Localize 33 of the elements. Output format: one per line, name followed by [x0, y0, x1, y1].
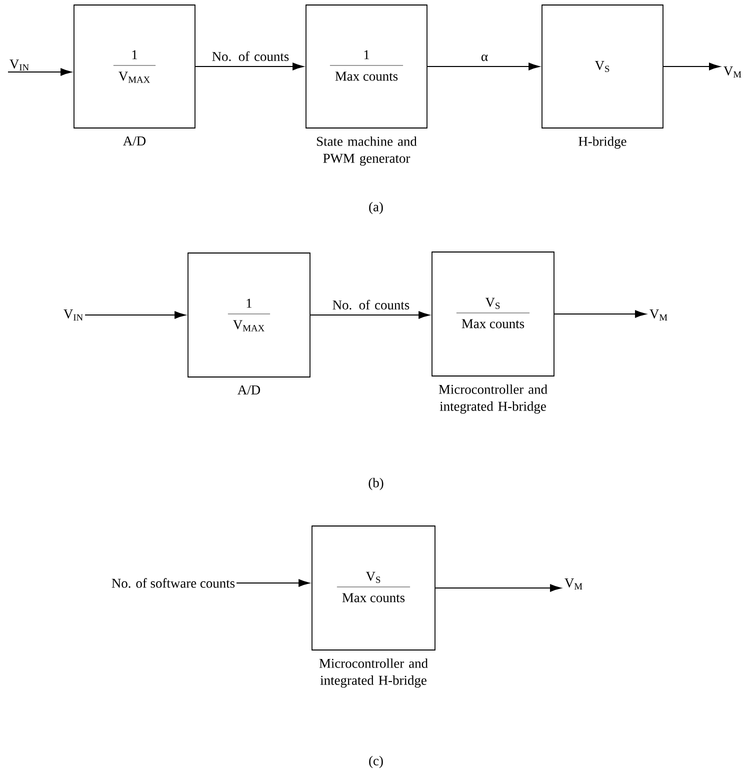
block-caption: Microcontroller and integrated H-bridge [319, 658, 428, 688]
block-box: V$_{S}$ Max counts [312, 526, 436, 650]
panel-label: (b) [368, 478, 384, 490]
signal-label: V$_{M}$ [564, 578, 582, 590]
arrow [427, 62, 540, 70]
block-caption: H-bridge [578, 136, 626, 149]
signal-label: V$_{M}$ [724, 66, 742, 78]
arrow [663, 62, 720, 70]
panel-label: (c) [369, 756, 383, 768]
edge-label: No. of counts [212, 51, 289, 62]
block-box: V$_{S}$ Max counts [432, 252, 554, 376]
edge-label: α [482, 54, 488, 62]
arrow [195, 62, 304, 70]
arrow [435, 584, 562, 592]
block-caption: A/D [123, 136, 146, 146]
arrow [84, 311, 186, 319]
arrow [310, 311, 430, 319]
block-box: 1 V$_{MAX}$ [74, 4, 196, 128]
signal-label: V$_{IN}$ [10, 60, 29, 71]
block-box: V$_{S}$ [542, 4, 664, 128]
block-box: 1 V$_{MAX}$ [188, 252, 310, 378]
arrow [236, 579, 310, 587]
signal-label: V$_{IN}$ [64, 310, 83, 320]
block-caption: Microcontroller and integrated H-bridge [438, 384, 548, 414]
signal-label: V$_{M}$ [650, 310, 668, 320]
panel-label: (a) [369, 202, 383, 214]
block-box: 1 Max counts [306, 4, 428, 128]
arrow [8, 68, 72, 76]
block-caption: A/D [238, 385, 260, 394]
arrow [554, 310, 646, 318]
edge-label: No. of counts [332, 300, 410, 310]
signal-label: No. of software counts [112, 578, 235, 588]
block-caption: State machine and PWM generator [316, 136, 417, 166]
